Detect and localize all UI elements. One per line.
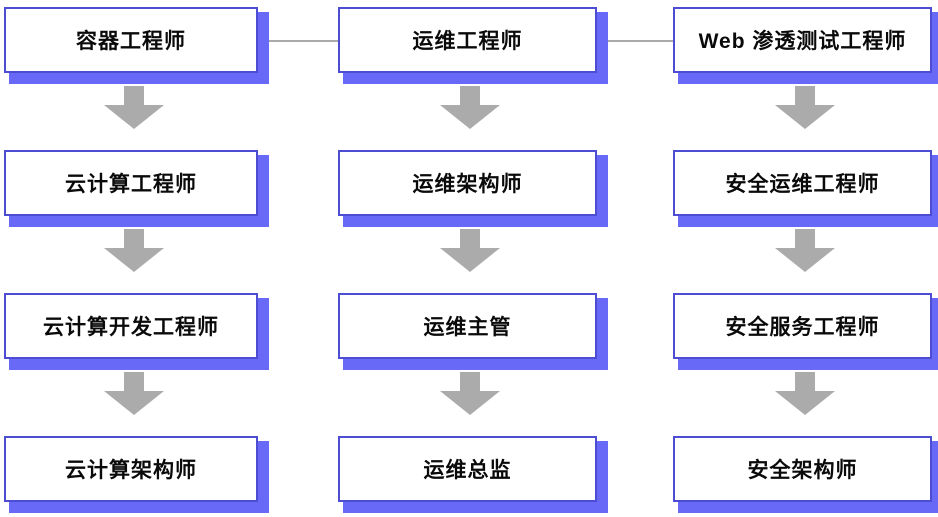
- arrow-stem: [124, 86, 144, 105]
- node-security-service-engineer: 安全服务工程师: [673, 293, 932, 359]
- arrow-head: [775, 391, 835, 415]
- down-arrow-icon: [440, 86, 500, 129]
- arrow-stem: [460, 229, 480, 248]
- arrow-stem: [795, 86, 815, 105]
- down-arrow-icon: [775, 86, 835, 129]
- down-arrow-icon: [104, 229, 164, 272]
- node-cloud-architect: 云计算架构师: [4, 436, 258, 502]
- node-security-ops-engineer: 安全运维工程师: [673, 150, 932, 216]
- node-container-engineer: 容器工程师: [4, 7, 258, 73]
- arrow-head: [775, 248, 835, 272]
- down-arrow-icon: [440, 372, 500, 415]
- node-ops-supervisor: 运维主管: [338, 293, 597, 359]
- connector-line-left: [264, 40, 338, 42]
- node-ops-engineer: 运维工程师: [338, 7, 597, 73]
- arrow-stem: [460, 86, 480, 105]
- down-arrow-icon: [775, 229, 835, 272]
- arrow-head: [440, 391, 500, 415]
- node-ops-director: 运维总监: [338, 436, 597, 502]
- down-arrow-icon: [775, 372, 835, 415]
- node-cloud-dev-engineer: 云计算开发工程师: [4, 293, 258, 359]
- connector-line-right: [604, 40, 673, 42]
- arrow-head: [104, 248, 164, 272]
- node-cloud-engineer: 云计算工程师: [4, 150, 258, 216]
- arrow-stem: [795, 229, 815, 248]
- arrow-head: [440, 248, 500, 272]
- arrow-head: [440, 105, 500, 129]
- down-arrow-icon: [104, 86, 164, 129]
- node-web-pentest-engineer: Web 渗透测试工程师: [673, 7, 932, 73]
- arrow-stem: [460, 372, 480, 391]
- arrow-head: [104, 105, 164, 129]
- arrow-head: [775, 105, 835, 129]
- arrow-stem: [795, 372, 815, 391]
- node-security-architect: 安全架构师: [673, 436, 932, 502]
- arrow-stem: [124, 372, 144, 391]
- down-arrow-icon: [104, 372, 164, 415]
- node-ops-architect: 运维架构师: [338, 150, 597, 216]
- arrow-stem: [124, 229, 144, 248]
- down-arrow-icon: [440, 229, 500, 272]
- arrow-head: [104, 391, 164, 415]
